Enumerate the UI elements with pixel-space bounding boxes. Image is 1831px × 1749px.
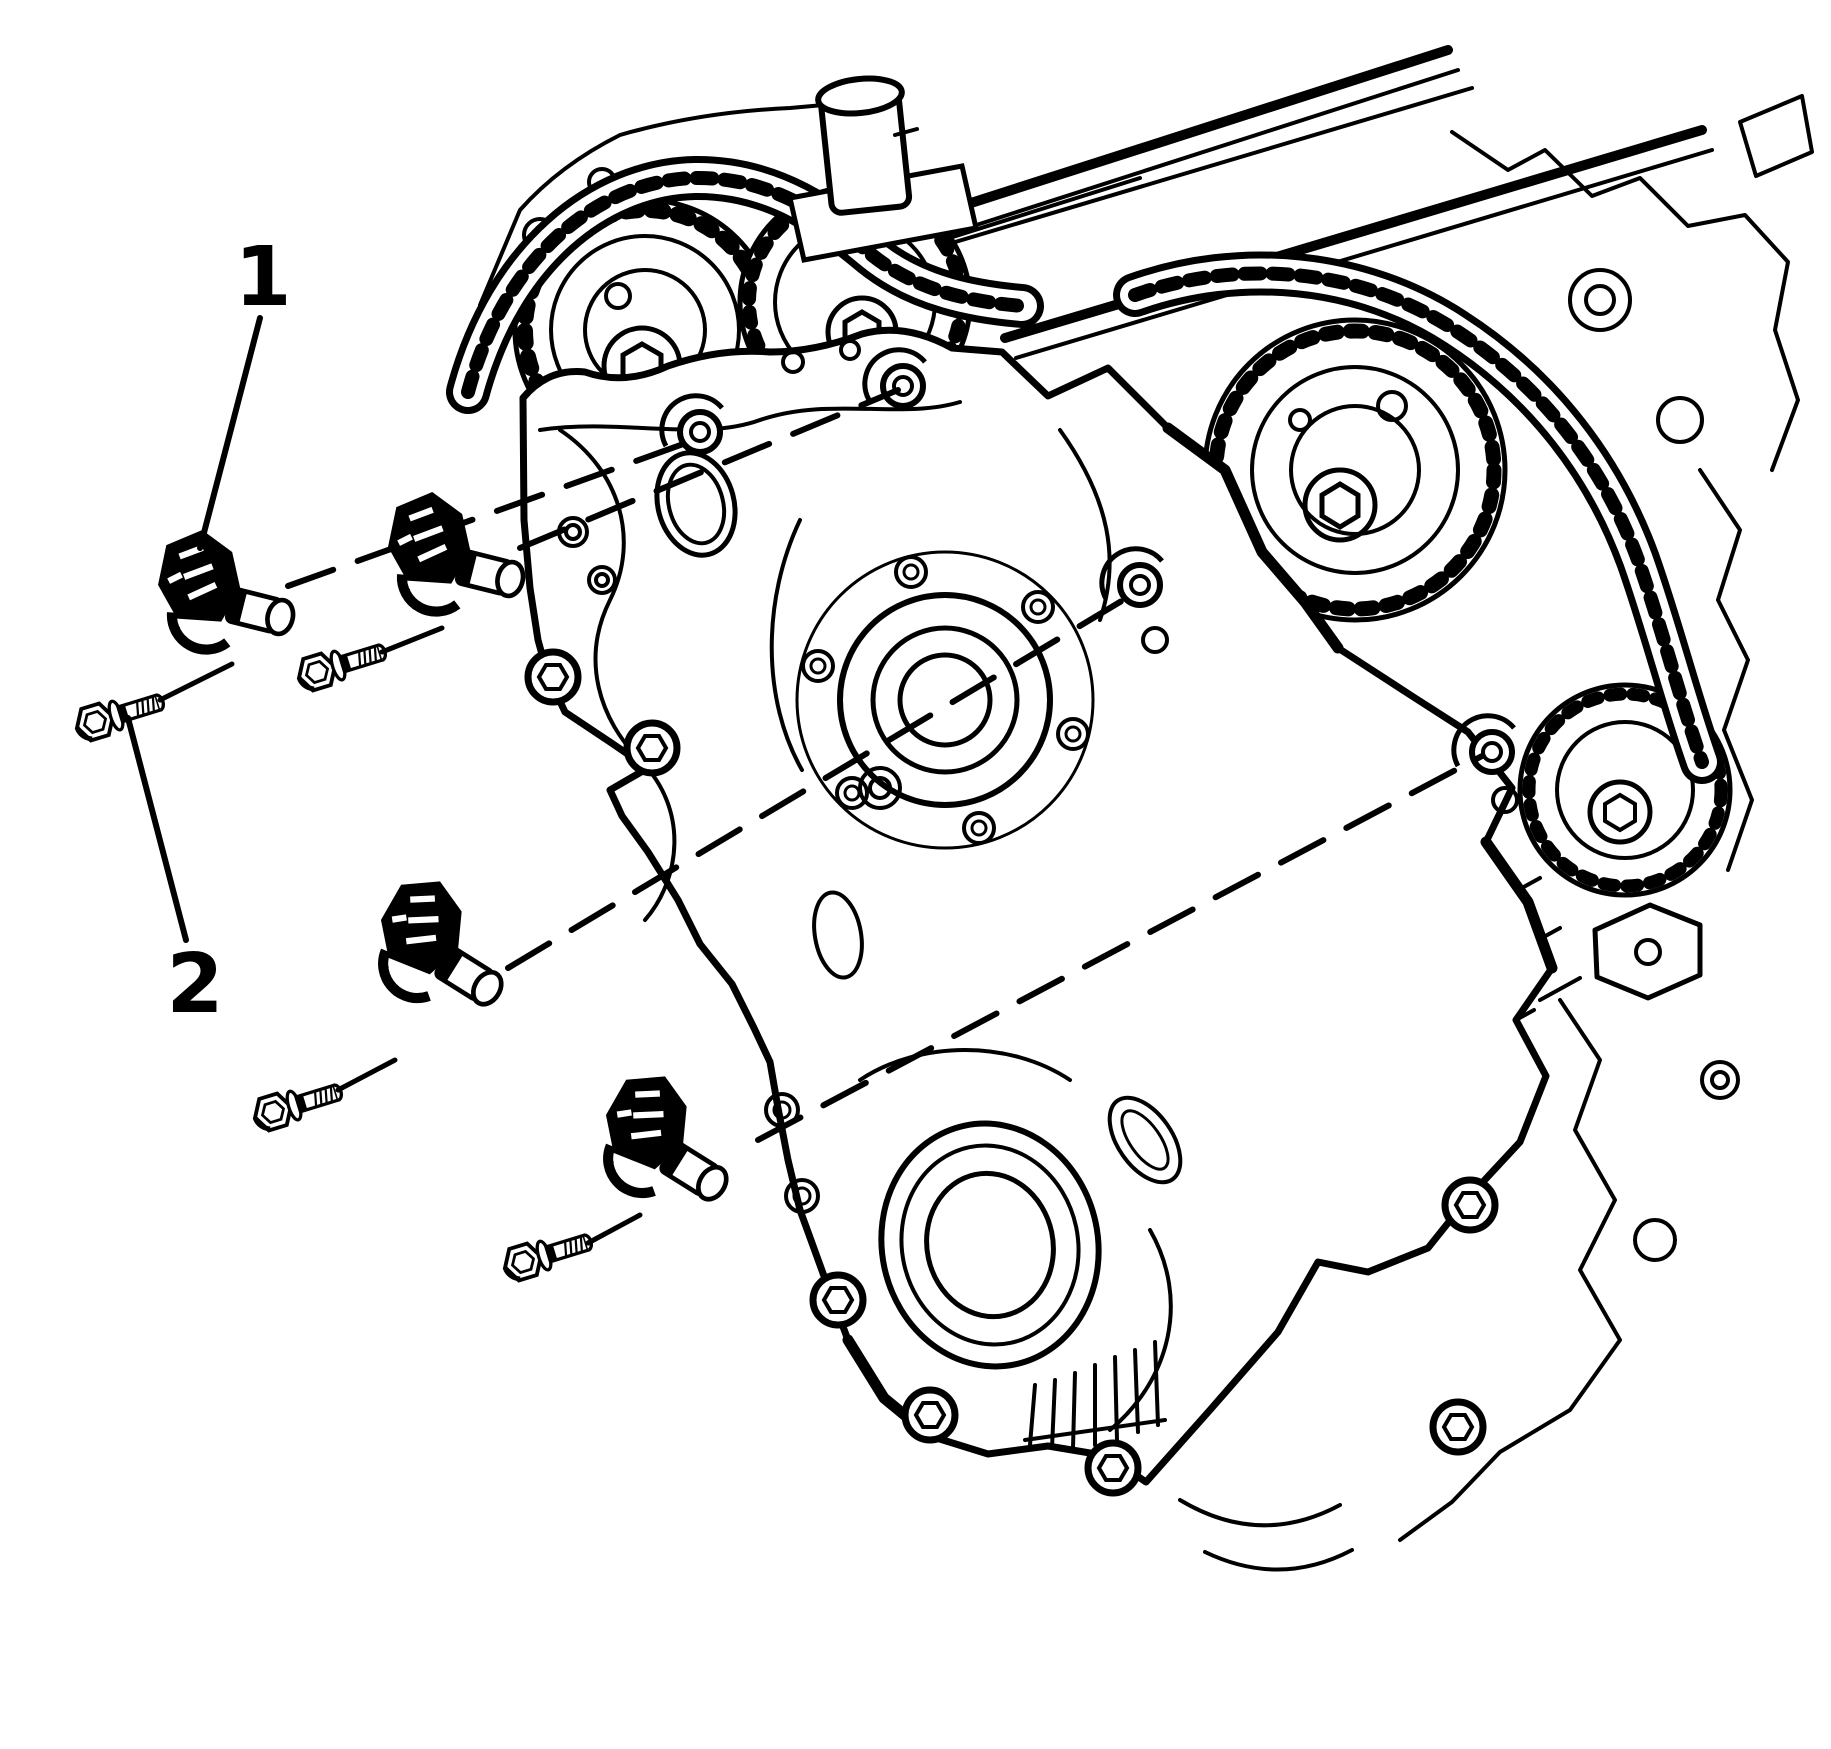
callout-1: 1 bbox=[197, 230, 292, 551]
timing-cover-outline bbox=[519, 326, 1556, 1486]
callout-1-leader-line bbox=[197, 315, 263, 551]
bolt-axis-lines bbox=[157, 625, 643, 1246]
callout-2-label: 2 bbox=[166, 937, 223, 1032]
callout-2: 2 bbox=[125, 715, 224, 1032]
crankshaft-seal bbox=[878, 1120, 1102, 1370]
cover-bolt-boss bbox=[528, 652, 578, 702]
right-timing-chain bbox=[1113, 251, 1724, 784]
water-pump-boss bbox=[795, 550, 1095, 850]
callout-2-leader-line bbox=[125, 715, 189, 943]
cover-bolt-boss bbox=[1088, 1443, 1138, 1493]
oil-cap-boss bbox=[786, 75, 980, 263]
timing-cover bbox=[519, 326, 1558, 1493]
projection-line-sensor-4 bbox=[755, 753, 1485, 1143]
projection-lines bbox=[285, 387, 1485, 1143]
projection-line-sensor-2 bbox=[517, 387, 901, 551]
cover-upper-opening bbox=[654, 450, 738, 558]
projection-line-sensor-3 bbox=[505, 587, 1143, 971]
projection-line-sensor-1 bbox=[285, 435, 703, 589]
cover-bolt-boss bbox=[905, 1390, 955, 1440]
cover-ribs bbox=[1023, 1340, 1167, 1450]
callout-1-label: 1 bbox=[234, 230, 291, 325]
valve-cover-rail bbox=[888, 45, 1453, 233]
cover-bolt-boss bbox=[1445, 1180, 1495, 1230]
cover-bolt-boss bbox=[627, 723, 677, 773]
block-boss bbox=[1433, 1402, 1483, 1452]
cover-bolt-boss bbox=[813, 1275, 863, 1325]
block-lug bbox=[1592, 902, 1703, 1001]
left-timing-chain bbox=[446, 155, 1044, 414]
